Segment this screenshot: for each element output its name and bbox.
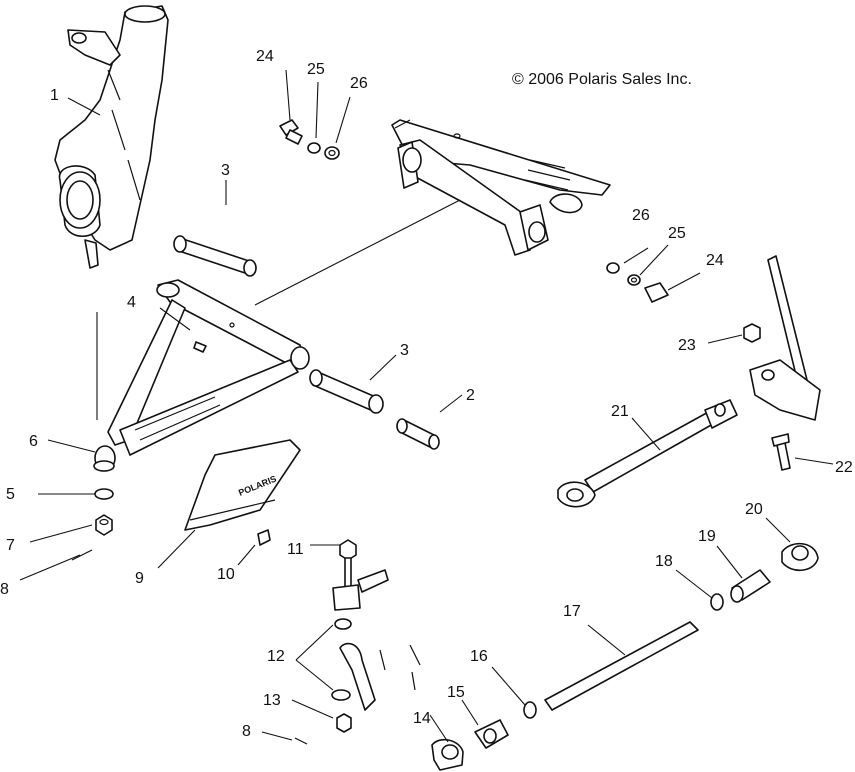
steering-post <box>557 255 821 508</box>
callout-16: 16 <box>470 648 488 665</box>
tie-rod-assembly <box>431 542 819 771</box>
callout-14: 14 <box>413 710 431 727</box>
callout-19: 19 <box>698 528 716 545</box>
callout-10: 10 <box>217 566 235 583</box>
callout-7: 7 <box>6 537 15 554</box>
skid-plate: POLARIS <box>184 439 301 531</box>
callout-1: 1 <box>50 87 59 104</box>
callout-18: 18 <box>655 553 673 570</box>
callout-8a: 8 <box>0 581 9 598</box>
callout-11: 11 <box>287 541 304 558</box>
callout-12: 12 <box>267 648 285 665</box>
callout-2: 2 <box>466 387 475 404</box>
frame-section <box>391 119 611 256</box>
callout-24a: 24 <box>256 48 274 65</box>
callout-20: 20 <box>745 501 763 518</box>
left-hardware <box>71 460 271 561</box>
callout-24b: 24 <box>706 252 724 269</box>
callout-13: 13 <box>263 692 281 709</box>
callout-23: 23 <box>678 337 696 354</box>
callout-21: 21 <box>611 403 629 420</box>
callout-25b: 25 <box>668 225 686 242</box>
a-arm <box>94 199 461 471</box>
callout-22: 22 <box>835 459 853 476</box>
leader-lines <box>19 69 834 743</box>
callout-3b: 3 <box>400 342 409 359</box>
steering-knuckle <box>54 5 169 269</box>
tie-rod-hardware <box>294 539 421 745</box>
callout-26a: 26 <box>350 75 368 92</box>
callout-4: 4 <box>127 294 136 311</box>
callout-labels: 1 2 3 3 4 5 6 7 8 8 9 10 11 12 13 14 15 … <box>0 48 853 740</box>
callout-25a: 25 <box>307 61 325 78</box>
callout-6: 6 <box>29 433 38 450</box>
copyright-text: © 2006 Polaris Sales Inc. <box>512 71 692 88</box>
pivot-tubes <box>173 235 440 450</box>
callout-26b: 26 <box>632 207 650 224</box>
callout-9: 9 <box>135 570 144 587</box>
callout-17: 17 <box>563 603 581 620</box>
callout-5: 5 <box>6 486 15 503</box>
callout-3a: 3 <box>221 162 230 179</box>
callout-15: 15 <box>447 684 465 701</box>
callout-8b: 8 <box>242 723 251 740</box>
mount-hardware <box>279 119 669 303</box>
